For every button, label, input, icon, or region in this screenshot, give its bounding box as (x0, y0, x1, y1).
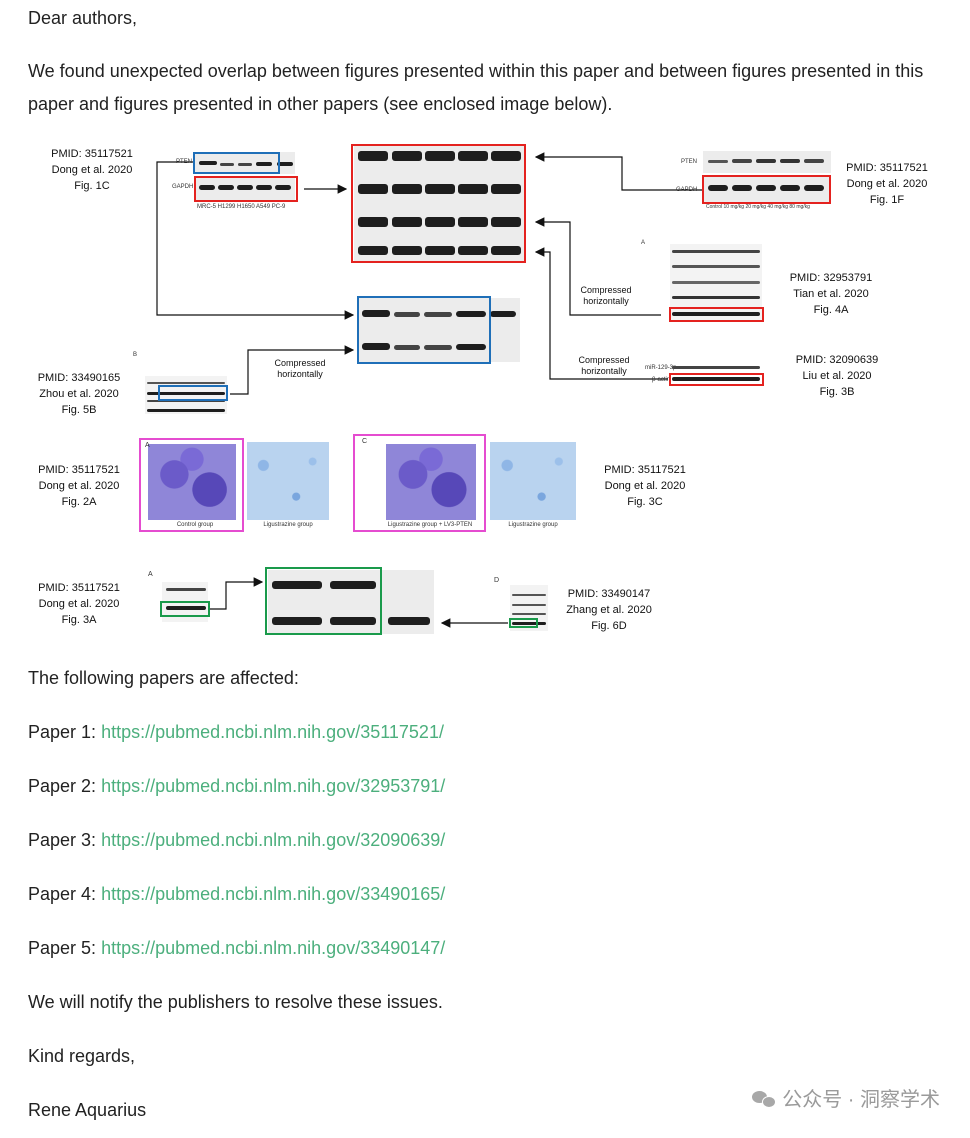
paper-1-link[interactable]: https://pubmed.ncbi.nlm.nih.gov/35117521… (101, 722, 444, 742)
greeting: Dear authors, (28, 8, 138, 28)
notify-paragraph: We will notify the publishers to resolve… (28, 992, 443, 1012)
paper-5-label: Paper 5: (28, 938, 97, 958)
compressed-label-4a: Compressed horizontally (580, 285, 632, 306)
paper-3-link[interactable]: https://pubmed.ncbi.nlm.nih.gov/32090639… (101, 830, 446, 850)
paper-3-label: Paper 3: (28, 830, 97, 850)
paper-4-label: Paper 4: (28, 884, 97, 904)
paper-4-link[interactable]: https://pubmed.ncbi.nlm.nih.gov/33490165… (101, 884, 446, 904)
watermark-text: 公众号 · 洞察学术 (782, 1089, 940, 1111)
compressed-label-5b: Compressed horizontally (274, 358, 326, 379)
paper-5: Paper 5: https://pubmed.ncbi.nlm.nih.gov… (28, 932, 445, 965)
signature: Rene Aquarius (28, 1100, 147, 1120)
paper-4: Paper 4: https://pubmed.ncbi.nlm.nih.gov… (28, 878, 445, 911)
figure-connector-arrows (156, 152, 702, 628)
paper-2: Paper 2: https://pubmed.ncbi.nlm.nih.gov… (28, 770, 445, 803)
paper-5-link[interactable]: https://pubmed.ncbi.nlm.nih.gov/33490147… (101, 938, 446, 958)
paper-3: Paper 3: https://pubmed.ncbi.nlm.nih.gov… (28, 824, 445, 857)
watermark: 公众号 · 洞察学术 (752, 1083, 940, 1112)
paper-1: Paper 1: https://pubmed.ncbi.nlm.nih.gov… (28, 716, 444, 749)
compressed-label-3b: Compressed horizontally (578, 355, 630, 376)
intro-paragraph: We found unexpected overlap between figu… (28, 61, 924, 114)
affected-heading: The following papers are affected: (28, 668, 299, 688)
wechat-icon (752, 1089, 777, 1108)
paper-2-link[interactable]: https://pubmed.ncbi.nlm.nih.gov/32953791… (101, 776, 446, 796)
closing: Kind regards, (28, 1046, 136, 1066)
paper-2-label: Paper 2: (28, 776, 97, 796)
paper-1-label: Paper 1: (28, 722, 97, 742)
